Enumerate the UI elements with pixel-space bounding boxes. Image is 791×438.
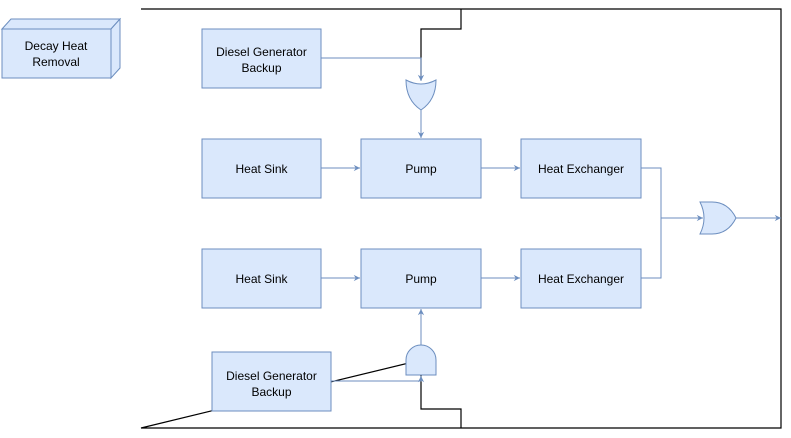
diesel-top-label-line2: Backup	[241, 61, 281, 75]
diesel-bottom-label-line1: Diesel Generator	[226, 369, 317, 383]
diesel-top-label-line1: Diesel Generator	[216, 45, 307, 59]
edge-diesel-bottom-to-and-gate	[331, 376, 425, 383]
pump-top-label: Pump	[405, 162, 437, 176]
heat-sink-bottom-label: Heat Sink	[235, 272, 288, 286]
heat-sink-bottom: Heat Sink	[201, 248, 322, 309]
heat-exchanger-bottom: Heat Exchanger	[520, 248, 642, 309]
heat-exchanger-bottom-label: Heat Exchanger	[538, 272, 624, 286]
heat-sink-top: Heat Sink	[201, 138, 322, 199]
title-block-label-line1: Decay Heat	[25, 39, 88, 53]
pump-top: Pump	[360, 138, 482, 199]
title-block: Decay Heat Removal	[0, 17, 122, 80]
pump-bottom-label: Pump	[405, 272, 437, 286]
connectors	[321, 57, 781, 383]
edge-diesel-top-to-or-gate	[321, 57, 425, 81]
heat-exchanger-top-label: Heat Exchanger	[538, 162, 624, 176]
diesel-generator-backup-bottom: Diesel Generator Backup	[211, 351, 332, 412]
diesel-generator-backup-top: Diesel Generator Backup	[201, 28, 322, 89]
and-gate-bottom	[405, 344, 437, 376]
title-block-label-line2: Removal	[32, 55, 79, 69]
pump-bottom: Pump	[360, 248, 482, 309]
edge-hx-bottom-to-or-gate	[641, 218, 662, 279]
or-gate-output	[699, 201, 737, 235]
heat-exchanger-top: Heat Exchanger	[520, 138, 642, 199]
edge-hx-top-to-or-gate	[641, 167, 703, 222]
diesel-bottom-label-line2: Backup	[251, 385, 291, 399]
heat-sink-top-label: Heat Sink	[235, 162, 288, 176]
or-gate-top	[405, 79, 437, 111]
